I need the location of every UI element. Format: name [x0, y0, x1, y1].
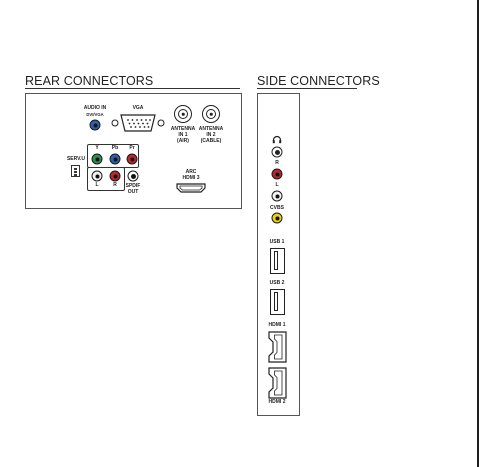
usb-2-port: [270, 289, 285, 315]
rear-title-underline: [25, 88, 240, 89]
rear-connectors-title: REAR CONNECTORS: [25, 74, 154, 88]
audio-in-label: AUDIO IN: [83, 105, 107, 111]
usb-2-label: USB 2: [269, 280, 285, 286]
y-label: Y: [95, 145, 99, 151]
usb-1-label: USB 1: [269, 239, 285, 245]
antenna-in-2-label-line1: ANTENNA: [198, 126, 224, 132]
antenna-in-2-jack: [202, 105, 220, 123]
audio-l-white-jack: [91, 170, 103, 182]
pb-blue-jack: [109, 153, 121, 165]
audio-r-red-jack: [109, 170, 121, 182]
page-edge-line: [477, 0, 479, 467]
serv-u-port: [71, 165, 80, 177]
hdmi-3-label: HDMI 3: [182, 175, 200, 181]
y-green-jack: [91, 153, 103, 165]
spdif-label-line1: SPDIF: [125, 183, 141, 189]
antenna-in-2-label-line2: IN 2: [206, 132, 216, 138]
hdmi-2-port-icon: [268, 367, 287, 399]
audio-in-sub-label: DVI/VGA: [86, 112, 104, 117]
vga-label: VGA: [132, 105, 144, 111]
antenna-in-1-label-line3: (AIR): [177, 138, 189, 144]
serv-u-label: SERV.U: [66, 156, 86, 162]
vga-port-icon: [111, 114, 165, 132]
spdif-out-jack: [127, 170, 139, 182]
side-connectors-title: SIDE CONNECTORS: [257, 74, 380, 88]
side-r-label: R: [275, 160, 279, 166]
audio-r-label: R: [113, 182, 117, 188]
antenna-in-1-label-line2: IN 1: [178, 132, 188, 138]
usb-1-port: [270, 248, 285, 274]
pb-label: Pb: [111, 145, 119, 151]
pr-red-jack: [126, 153, 138, 165]
side-l-label: L: [275, 182, 279, 188]
pr-label: Pr: [129, 145, 135, 151]
hdmi-1-port-icon: [268, 331, 287, 363]
cvbs-yellow-jack: [271, 212, 283, 224]
side-audio-l-white-jack: [271, 190, 283, 202]
audio-in-jack: [89, 119, 101, 131]
headphone-icon: [272, 135, 282, 144]
hdmi-3-port-icon: [176, 183, 206, 193]
hdmi-2-label: HDMI 2: [268, 399, 286, 405]
audio-lr-group-frame: [87, 167, 125, 191]
antenna-in-1-jack: [174, 105, 192, 123]
side-title-underline: [257, 88, 357, 89]
spdif-label-line2: OUT: [127, 189, 139, 195]
arc-label: ARC: [185, 169, 197, 175]
audio-l-label: L: [95, 182, 99, 188]
antenna-in-1-label-line1: ANTENNA: [170, 126, 196, 132]
antenna-in-2-label-line3: (CABLE): [200, 138, 222, 144]
hdmi-1-label: HDMI 1: [268, 322, 286, 328]
headphone-jack: [271, 146, 283, 158]
side-audio-r-red-jack: [271, 168, 283, 180]
cvbs-label: CVBS: [270, 205, 284, 211]
